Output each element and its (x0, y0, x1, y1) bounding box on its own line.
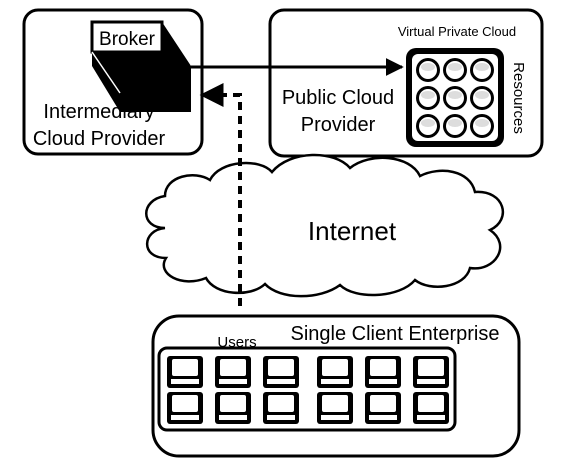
user-terminal-base-11 (369, 415, 397, 420)
public-cloud-name-line2: Provider (301, 114, 376, 136)
resource-disk-shine-8 (448, 119, 462, 127)
user-terminal-screen-10 (322, 395, 348, 412)
public-cloud-name-line1: Public Cloud (282, 87, 394, 109)
user-terminal-base-7 (171, 415, 199, 420)
user-terminal-screen-6 (418, 359, 444, 376)
intermediary-name-line1: Intermediary (43, 101, 154, 123)
user-terminal-screen-5 (370, 359, 396, 376)
resource-disk-shine-9 (475, 119, 489, 127)
broker-block (90, 20, 191, 112)
user-terminal-screen-1 (172, 359, 198, 376)
intermediary-name-line2: Cloud Provider (33, 128, 166, 150)
user-terminal-base-5 (369, 379, 397, 384)
resource-disk-shine-3 (475, 63, 489, 71)
user-terminal-base-12 (417, 415, 445, 420)
internet-label: Internet (308, 216, 397, 246)
user-terminal-base-6 (417, 379, 445, 384)
resource-disk-shine-2 (448, 63, 462, 71)
resources-rack (406, 48, 504, 147)
user-terminal-base-2 (219, 379, 247, 384)
resource-disk-shine-5 (448, 91, 462, 99)
user-terminal-screen-2 (220, 359, 246, 376)
user-terminal-base-10 (321, 415, 349, 420)
user-terminal-screen-7 (172, 395, 198, 412)
resource-disk-shine-7 (421, 119, 435, 127)
users-group (157, 346, 457, 432)
user-terminal-screen-11 (370, 395, 396, 412)
internet-cloud-shape (145, 153, 505, 298)
user-terminal-base-8 (219, 415, 247, 420)
virtual-private-cloud-label: Virtual Private Cloud (398, 24, 516, 39)
users-to-broker-dashed-arrow (199, 83, 242, 306)
user-terminal-screen-9 (268, 395, 294, 412)
user-terminal-base-1 (171, 379, 199, 384)
resource-disk-shine-1 (421, 63, 435, 71)
user-terminal-screen-8 (220, 395, 246, 412)
user-terminal-base-9 (267, 415, 295, 420)
resources-label: Resources (510, 62, 527, 134)
user-terminal-base-4 (321, 379, 349, 384)
user-terminal-screen-12 (418, 395, 444, 412)
user-terminal-base-3 (267, 379, 295, 384)
enterprise-name: Single Client Enterprise (291, 323, 500, 345)
user-terminal-screen-4 (322, 359, 348, 376)
resource-disk-shine-6 (475, 91, 489, 99)
user-terminal-screen-3 (268, 359, 294, 376)
broker-label: Broker (99, 29, 156, 50)
resource-disk-shine-4 (421, 91, 435, 99)
